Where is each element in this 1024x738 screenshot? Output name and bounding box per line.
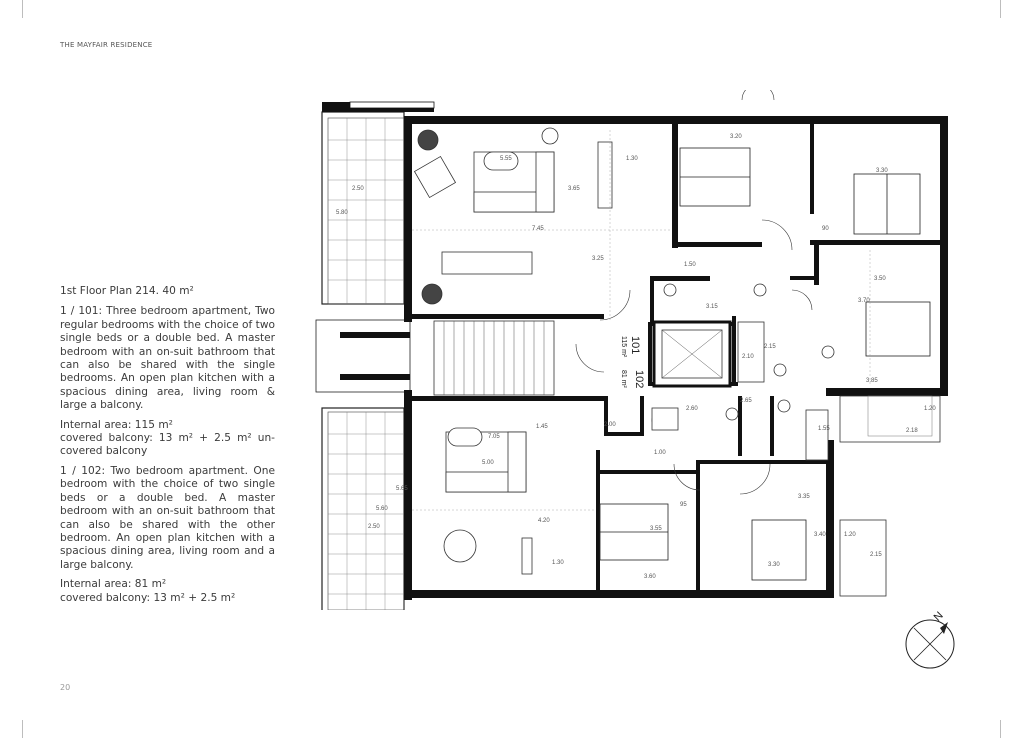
dim-label: 3.55 — [650, 526, 662, 532]
unit-101-area: 115 m² — [620, 336, 627, 358]
floor-description: 1st Floor Plan 214. 40 m² 1 / 101: Three… — [60, 285, 275, 611]
toilets — [651, 283, 835, 431]
floor-plan: 3.20 3.30 3.50 3.70 3.85 5.55 1.30 2.50 … — [315, 90, 948, 610]
apartment-102-areas: Internal area: 81 m² covered balcony: 13… — [60, 578, 275, 605]
exterior-walls — [404, 116, 948, 600]
dim-label: 2.15 — [870, 552, 882, 558]
dim-label: 2.60 — [686, 406, 698, 412]
apartment-102-internal-area: Internal area: 81 m² — [60, 578, 167, 591]
apartment-102-description: 1 / 102: Two bedroom apartment. One bedr… — [60, 464, 275, 571]
north-compass: N — [905, 610, 955, 669]
dim-label: 7.45 — [532, 226, 544, 232]
apartment-101-description: 1 / 101: Three bedroom apartment, Two re… — [60, 305, 275, 412]
dim-label: 3.25 — [592, 256, 604, 262]
elevator — [652, 320, 732, 388]
dim-label: 1.30 — [626, 156, 638, 162]
dim-label: 3.60 — [644, 574, 656, 580]
dim-label: 2.10 — [742, 354, 754, 360]
dim-label: 3.65 — [568, 186, 580, 192]
crop-mark — [1000, 720, 1001, 738]
dim-label: 3.15 — [706, 304, 718, 310]
upper-balcony — [321, 101, 435, 305]
dim-label: 7.05 — [488, 434, 500, 440]
document-header: THE MAYFAIR RESIDENCE — [60, 41, 153, 49]
dim-label: 2.18 — [906, 428, 918, 434]
dim-label: 1.55 — [818, 426, 830, 432]
apartment-101-areas: Internal area: 115 m² covered balcony: 1… — [60, 419, 275, 459]
dim-label: 90 — [822, 226, 829, 232]
crop-mark — [22, 720, 23, 738]
dim-label: 1.20 — [844, 532, 856, 538]
crop-mark — [22, 0, 23, 18]
right-balcony — [839, 395, 941, 597]
dim-label: 3.20 — [730, 134, 742, 140]
dim-label: 3.30 — [876, 168, 888, 174]
apartment-102-balcony-area: covered balcony: 13 m² + 2.5 m² — [60, 591, 236, 604]
dim-label: 3.30 — [768, 562, 780, 568]
crop-mark — [1000, 0, 1001, 18]
dimension-lines — [412, 130, 871, 511]
page-number: 20 — [60, 683, 71, 692]
lower-balcony — [321, 407, 405, 610]
apartment-101-balcony-area: covered balcony: 13 m² + 2.5 m² un-cover… — [60, 432, 275, 458]
dim-label: 5.55 — [500, 156, 512, 162]
dim-label: 3.70 — [858, 298, 870, 304]
dim-label: 2.65 — [740, 398, 752, 404]
floor-title: 1st Floor Plan 214. 40 m² — [60, 285, 194, 297]
unit-102-area: 81 m² — [620, 370, 627, 389]
dim-label: 2.00 — [604, 422, 616, 428]
entry-bridge — [315, 319, 411, 393]
door-swings — [575, 90, 813, 495]
dim-label: 5.60 — [376, 506, 388, 512]
dim-label: 1.45 — [536, 424, 548, 430]
dim-label: 1.30 — [552, 560, 564, 566]
stairwell — [433, 320, 555, 396]
dim-label: 95 — [680, 502, 687, 508]
dim-label: 3.35 — [798, 494, 810, 500]
dim-label: 2.15 — [764, 344, 776, 350]
dim-label: 4.20 — [538, 518, 550, 524]
unit-101-number: 101 — [629, 336, 641, 354]
dim-label: 3.50 — [874, 276, 886, 282]
apartment-101-internal-area: Internal area: 115 m² — [60, 418, 173, 431]
bathtubs — [737, 321, 829, 461]
dim-label: 1.20 — [924, 406, 936, 412]
unit-102-number: 102 — [633, 370, 645, 388]
dim-label: 5.00 — [482, 460, 494, 466]
dim-label: 1.00 — [654, 450, 666, 456]
dim-label: 2.50 — [368, 524, 380, 530]
dim-label: 5.65 — [396, 486, 408, 492]
beds — [599, 147, 931, 581]
dim-label: 3.85 — [866, 378, 878, 384]
tables — [417, 127, 613, 575]
dim-label: 1.50 — [684, 262, 696, 268]
dim-label: 2.50 — [352, 186, 364, 192]
dim-label: 3.40 — [814, 532, 826, 538]
dim-label: 5.80 — [336, 210, 348, 216]
